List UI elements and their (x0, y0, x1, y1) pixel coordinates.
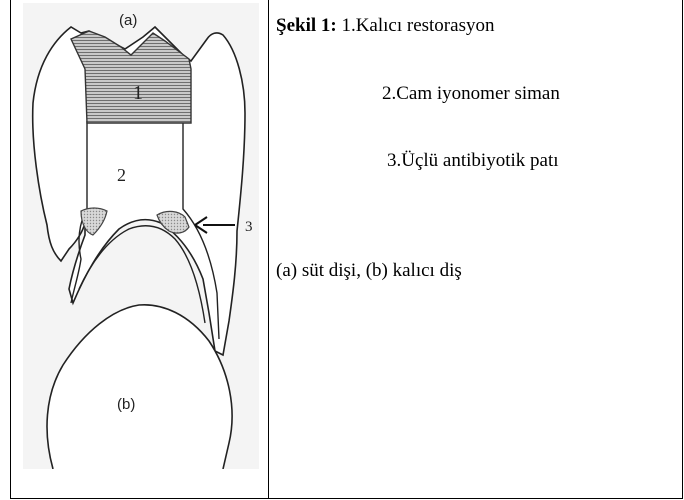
caption-legend: (a) süt dişi, (b) kalıcı diş (276, 260, 462, 282)
caption-line-1: Şekil 1: 1.Kalıcı restorasyon (276, 15, 494, 37)
figure-table: (a) 1 2 3 (b) Şekil 1: 1.Kalıcı restoras… (10, 0, 683, 499)
caption-item-3: 3.Üçlü antibiyotik patı (387, 150, 559, 172)
caption-heading: Şekil 1: (276, 15, 337, 36)
label-1: 1 (133, 82, 143, 104)
label-2: 2 (117, 165, 126, 185)
caption-item-2: 2.Cam iyonomer siman (382, 83, 560, 105)
label-a: (a) (119, 12, 137, 29)
label-3: 3 (245, 219, 253, 235)
label-b: (b) (117, 396, 135, 413)
caption-item-1: 1.Kalıcı restorasyon (341, 15, 494, 36)
tooth-diagram: (a) 1 2 3 (b) (23, 3, 261, 469)
tooth-diagram-cell: (a) 1 2 3 (b) (11, 0, 268, 499)
column-divider (268, 0, 269, 499)
